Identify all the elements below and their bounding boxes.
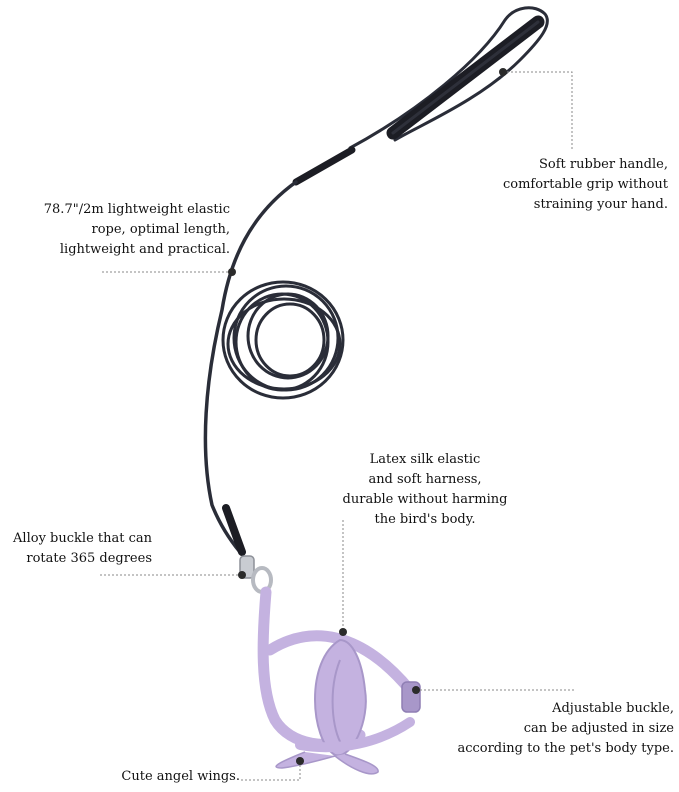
callout-line: durable without harming [342,492,508,507]
callout-line: rope, optimal length, [91,222,231,237]
dot-rope [228,268,236,276]
callout-line: Latex silk elastic [369,452,481,467]
callout-line: Soft rubber handle, [539,157,668,172]
rubber-handle [292,6,549,186]
callout-line: Cute angel wings. [121,769,240,784]
callout-line: rotate 365 degrees [26,551,152,566]
leader-handle [503,71,573,150]
leader-lines [100,71,575,781]
dot-harness [339,628,347,636]
callout-adjust: Adjustable buckle, can be adjusted in si… [430,699,674,759]
callout-line: comfortable grip without [502,177,668,192]
callout-harness: Latex silk elastic and soft harness, dur… [330,450,520,530]
callout-line: according to the pet's body type. [457,741,674,756]
dot-handle [499,68,507,76]
dot-buckle [238,571,246,579]
callout-line: Alloy buckle that can [13,531,152,546]
callout-line: 78.7"/2m lightweight elastic [43,202,230,217]
rope-coil [221,280,345,400]
anchor-dots [228,68,507,765]
dot-wings [296,757,304,765]
callout-buckle: Alloy buckle that can rotate 365 degrees [4,529,152,569]
callout-line: the bird's body. [374,512,476,527]
callout-line: can be adjusted in size [523,721,674,736]
callout-line: straining your hand. [533,197,668,212]
callout-line: and soft harness, [368,472,482,487]
callout-rope: 78.7"/2m lightweight elastic rope, optim… [4,200,230,260]
callout-line: Adjustable buckle, [552,701,674,716]
bird-harness [257,586,421,775]
callout-wings: Cute angel wings. [100,767,240,787]
dot-adjust [412,686,420,694]
callout-handle: Soft rubber handle, comfortable grip wit… [500,155,668,215]
elastic-rope [203,180,298,556]
callout-line: lightweight and practical. [59,242,230,257]
